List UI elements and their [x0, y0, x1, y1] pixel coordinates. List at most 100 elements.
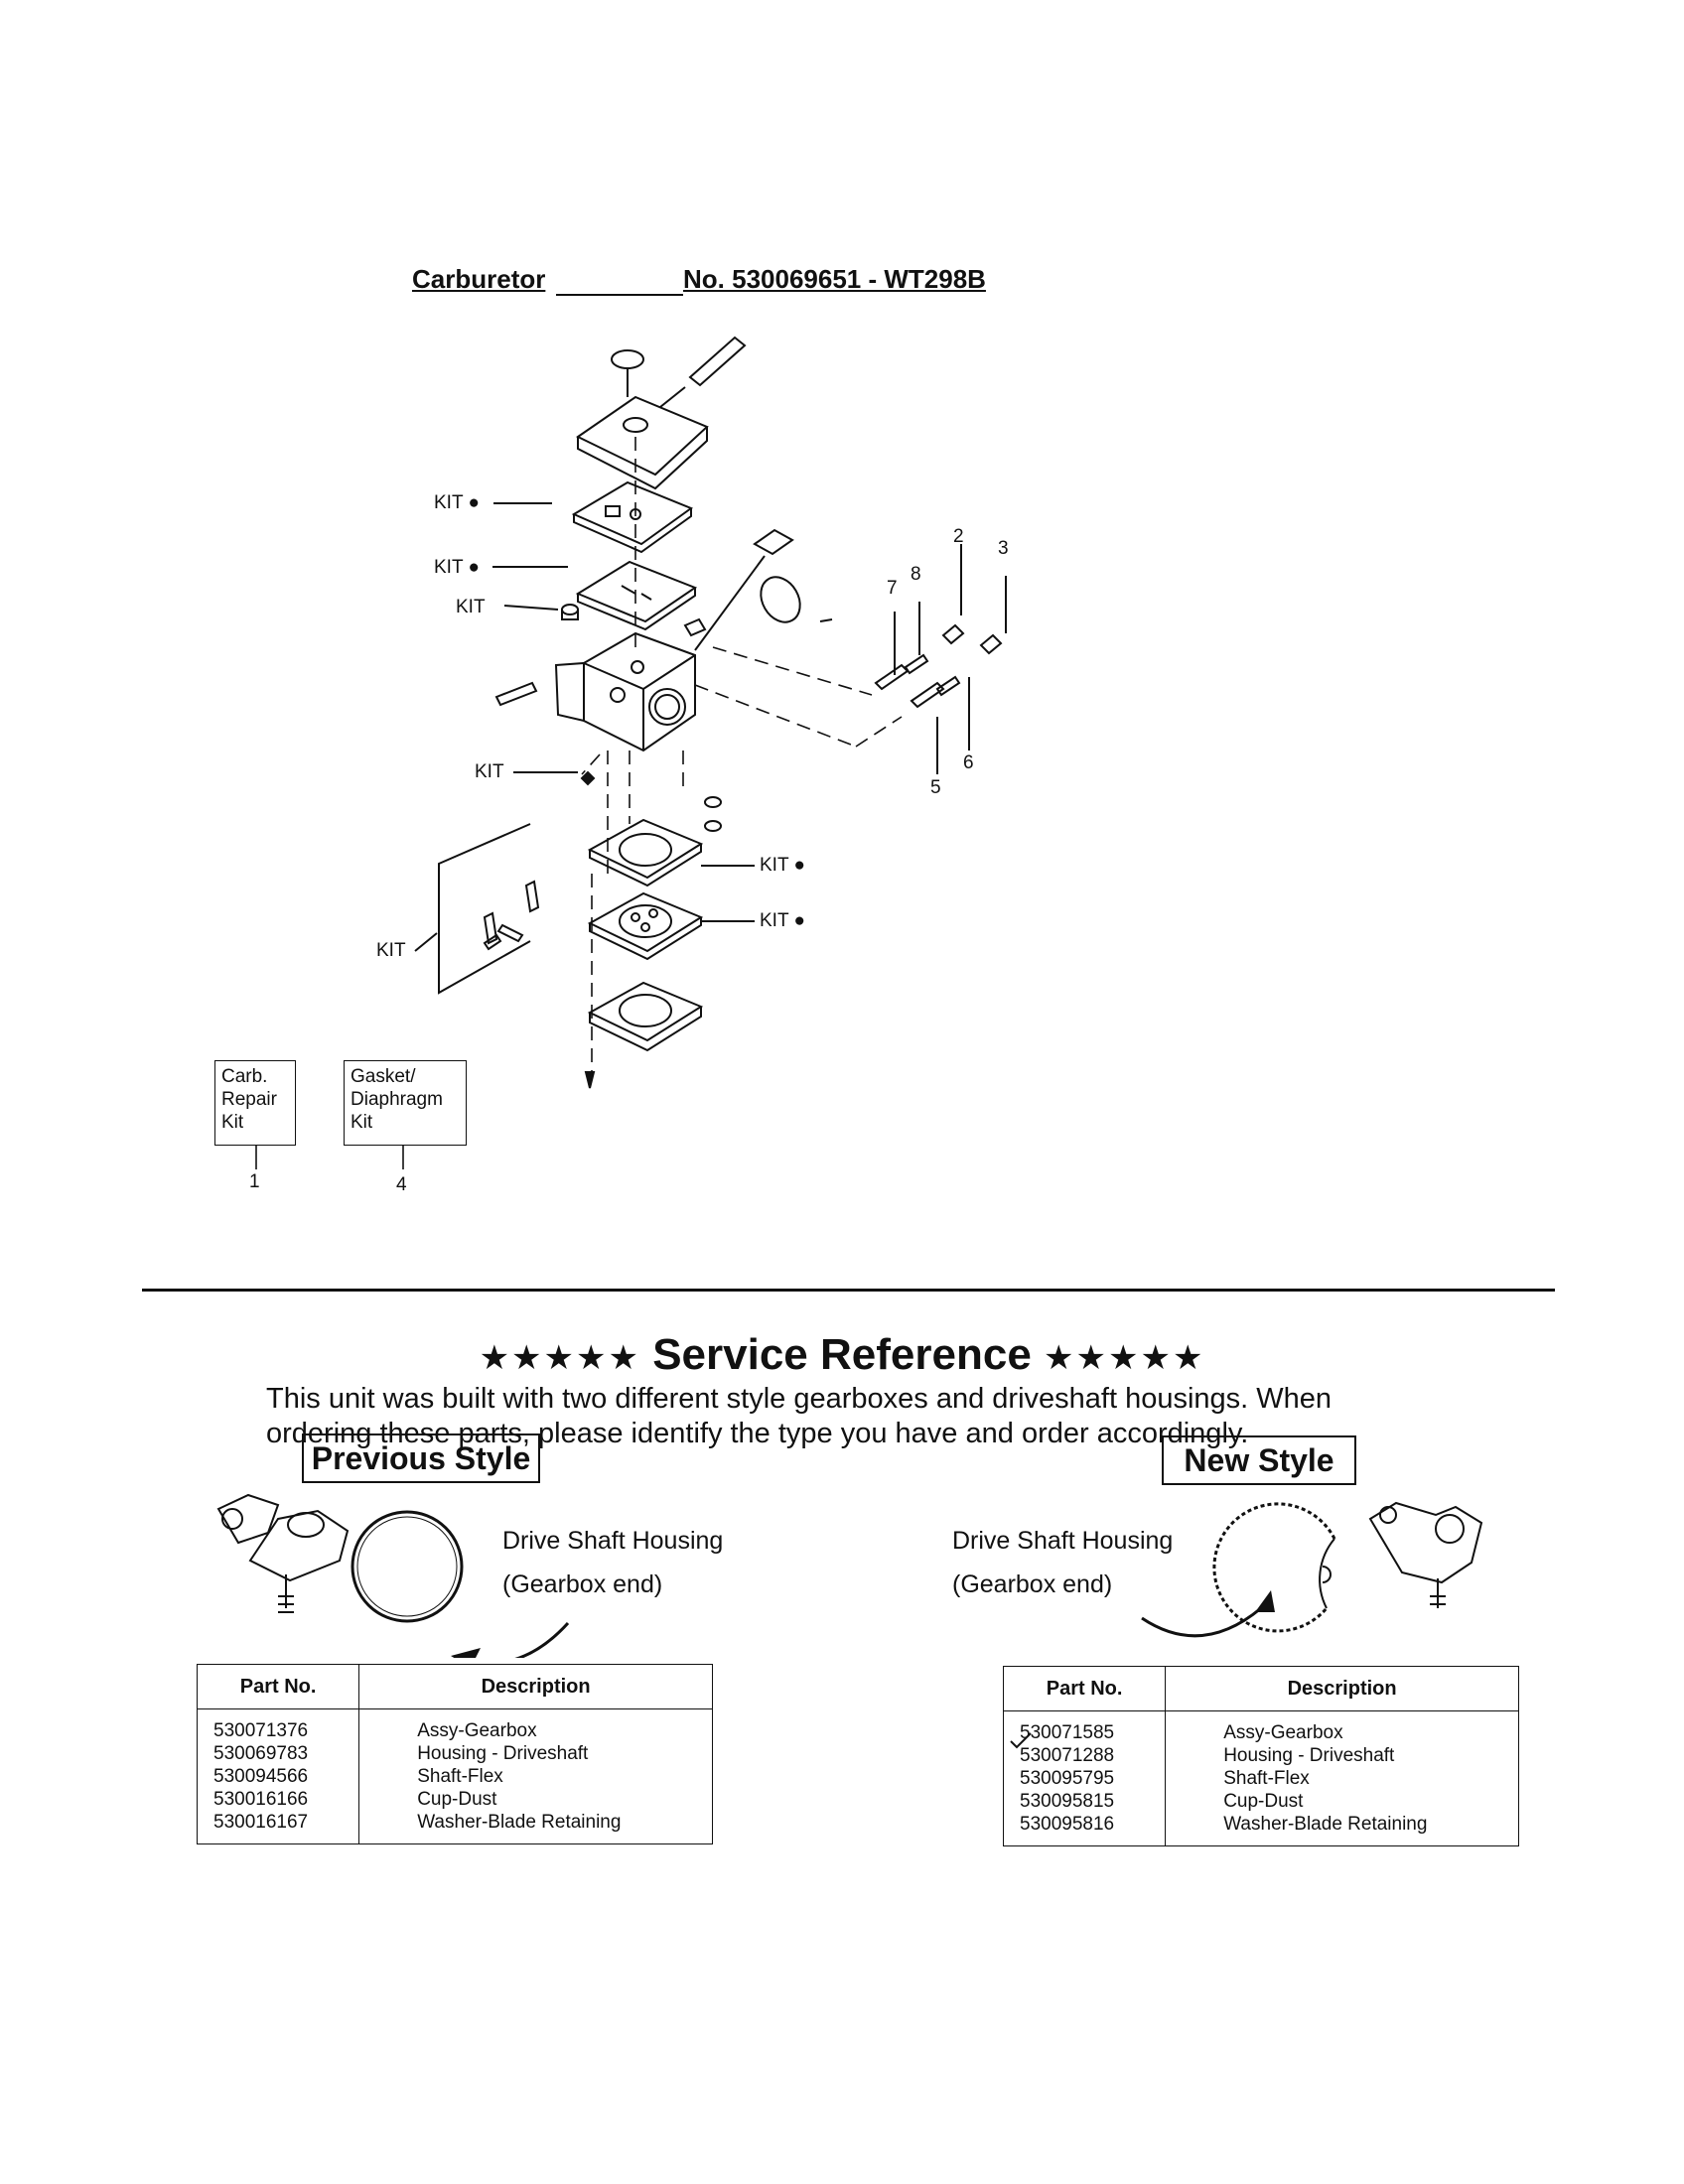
section-divider: [142, 1289, 1555, 1292]
needle-5: [910, 681, 945, 709]
kit-box-line: Repair: [221, 1089, 277, 1110]
metering-diaphragm: [571, 480, 694, 554]
description-column: Assy-Gearbox Housing - Driveshaft Shaft-…: [1165, 1710, 1519, 1846]
previous-housing-line-2: (Gearbox end): [502, 1570, 663, 1598]
description-cell: Washer-Blade Retaining: [1223, 1814, 1428, 1835]
kit-box-ref-4: 4: [396, 1174, 407, 1195]
part-no-cell: 530071376: [213, 1720, 309, 1741]
limiter-2: [941, 623, 965, 645]
new-housing-notched-icon: [1212, 1502, 1336, 1633]
pump-cover: [587, 981, 704, 1052]
kit-box-line: Kit: [221, 1112, 244, 1133]
needle-7: [874, 663, 910, 691]
description-cell: Shaft-Flex: [1223, 1768, 1310, 1789]
new-style-illustration: [1141, 1501, 1483, 1638]
description-cell: Washer-Blade Retaining: [417, 1812, 622, 1833]
part-no-cell: 530069783: [213, 1743, 309, 1764]
gasket-diaphragm-kit-box: Gasket/ Diaphragm Kit: [344, 1060, 467, 1146]
check-mark-icon: [1010, 1732, 1032, 1749]
part-no-cell: 530095816: [1020, 1814, 1115, 1835]
throttle-shaft: [683, 528, 794, 651]
new-parts-table: Part No. Description 530071585 530071288…: [1002, 1666, 1519, 1846]
screw-top-left: [611, 349, 644, 397]
title-rule: [556, 294, 683, 296]
pump-gasket: [587, 818, 704, 887]
kit-label-7: KIT: [376, 940, 406, 961]
pump-diaphragm: [587, 891, 704, 961]
kit-box-line: Kit: [351, 1112, 373, 1133]
table-header-row: Part No. Description: [196, 1664, 713, 1709]
previous-housing-line-1: Drive Shaft Housing: [502, 1527, 724, 1555]
top-cover-plate: [576, 395, 709, 490]
new-housing-line-2: (Gearbox end): [952, 1570, 1113, 1598]
previous-arrow: [459, 1621, 570, 1658]
carb-repair-kit-box: Carb. Repair Kit: [214, 1060, 296, 1146]
kit-box-line: Carb.: [221, 1066, 268, 1087]
kit-label-3: KIT: [456, 597, 486, 617]
part-no-cell: 530071585: [1020, 1722, 1115, 1743]
service-reference-title: Service Reference: [652, 1330, 1032, 1379]
new-housing-caption: Drive Shaft Housing (Gearbox end): [952, 1519, 1173, 1606]
part-no-cell: 530095815: [1020, 1791, 1115, 1812]
previous-gearbox-icon: [216, 1493, 350, 1613]
previous-parts-table: Part No. Description 530071376 530069783…: [196, 1664, 713, 1844]
part-no-cell: 530071288: [1020, 1745, 1115, 1766]
cover-screw: [584, 1071, 596, 1089]
col-header-description: Description: [358, 1664, 713, 1709]
kit-box-line: Diaphragm: [351, 1089, 443, 1110]
previous-style-label: Previous Style: [302, 1433, 540, 1483]
kit-box-ref-1: 1: [249, 1171, 260, 1192]
metering-gasket: [575, 560, 698, 631]
inlet-needle-lever: [483, 880, 540, 951]
pivot-pin: [494, 681, 538, 707]
callout-8: 8: [911, 564, 921, 585]
callout-3: 3: [998, 538, 1009, 559]
description-cell: Shaft-Flex: [417, 1766, 503, 1787]
previous-housing-round-icon: [351, 1510, 464, 1623]
callout-6: 6: [963, 752, 974, 773]
carburetor-number: No. 530069651 - WT298B: [683, 264, 986, 294]
description-cell: Cup-Dust: [417, 1789, 497, 1810]
kit-box-line: Gasket/: [351, 1066, 416, 1087]
part-no-cell: 530094566: [213, 1766, 309, 1787]
col-header-part-no: Part No.: [196, 1664, 360, 1709]
description-cell: Housing - Driveshaft: [417, 1743, 589, 1764]
kit-label-5: KIT ●: [760, 855, 805, 876]
kit-label-2: KIT ●: [434, 557, 480, 578]
description-cell: Cup-Dust: [1223, 1791, 1304, 1812]
new-arrow: [1141, 1606, 1262, 1638]
throttle-plate: [760, 576, 801, 623]
table-body: 530071585 530071288 530095795 530095815 …: [1002, 1710, 1519, 1846]
part-no-column: 530071376 530069783 530094566 530016166 …: [196, 1708, 360, 1844]
needle-top-right: [659, 336, 747, 408]
table-body: 530071376 530069783 530094566 530016166 …: [196, 1708, 713, 1844]
col-header-part-no: Part No.: [1002, 1666, 1167, 1711]
needle-8: [904, 653, 929, 675]
stars-right: ★★★★★: [1044, 1339, 1205, 1377]
part-no-cell: 530016166: [213, 1789, 309, 1810]
table-header-row: Part No. Description: [1002, 1666, 1519, 1711]
limiter-3: [979, 633, 1003, 655]
description-cell: Housing - Driveshaft: [1223, 1745, 1395, 1766]
new-housing-line-1: Drive Shaft Housing: [952, 1527, 1174, 1555]
kit-label-6: KIT ●: [760, 910, 805, 931]
description-cell: Assy-Gearbox: [417, 1720, 537, 1741]
part-no-cell: 530095795: [1020, 1768, 1115, 1789]
service-reference-heading: ★★★★★ Service Reference ★★★★★: [0, 1330, 1684, 1380]
col-header-description: Description: [1165, 1666, 1519, 1711]
new-style-label: New Style: [1162, 1435, 1356, 1485]
inlet-screen: [561, 604, 579, 615]
description-column: Assy-Gearbox Housing - Driveshaft Shaft-…: [358, 1708, 713, 1844]
kit-label-4: KIT: [475, 761, 504, 782]
description-cell: Assy-Gearbox: [1223, 1722, 1343, 1743]
carburetor-exploded-diagram: [255, 336, 1007, 1169]
carburetor-body: [554, 631, 696, 752]
part-no-cell: 530016167: [213, 1812, 309, 1833]
new-gearbox-icon: [1368, 1501, 1483, 1608]
needle-6: [935, 675, 961, 697]
stars-left: ★★★★★: [479, 1339, 640, 1377]
previous-housing-caption: Drive Shaft Housing (Gearbox end): [502, 1519, 723, 1606]
callout-7: 7: [887, 578, 898, 599]
previous-style-illustration: [216, 1493, 570, 1658]
callout-2: 2: [953, 526, 964, 547]
